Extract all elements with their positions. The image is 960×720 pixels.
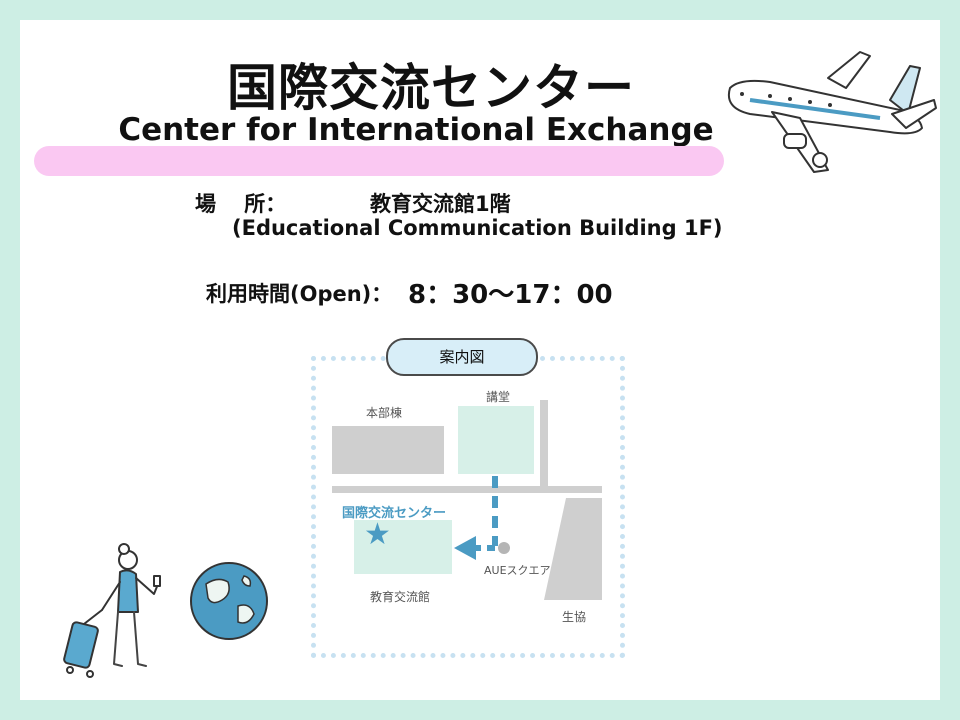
slide: 国際交流センター Center for International Exchan… (20, 20, 940, 700)
map-route-arrow (454, 476, 510, 560)
map-label-center: 国際交流センター (342, 506, 447, 521)
globe-icon (190, 562, 268, 640)
map-title: 案内図 (386, 338, 538, 376)
map-building-kodo (458, 406, 534, 474)
map-label-seikyo: 生協 (562, 610, 587, 624)
location-label: 場 所： (195, 192, 287, 216)
star-icon: ★ (364, 517, 391, 552)
map-building-kyoiku (354, 520, 452, 574)
traveler-icon (63, 543, 161, 678)
map-label-aue: AUEスクエア (484, 564, 551, 577)
map-building-honbu (332, 426, 444, 474)
map-label-honbu: 本部棟 (366, 406, 403, 420)
hours-value: 8：30～17：00 (408, 280, 613, 310)
title-english: Center for International Exchange (118, 112, 714, 148)
map-road-horizontal (332, 486, 602, 493)
location-value-english: (Educational Communication Building 1F) (232, 216, 723, 240)
hours-label: 利用時間(Open)： (206, 282, 393, 306)
map-label-kodo: 講堂 (486, 390, 511, 404)
title-japanese: 国際交流センター (227, 59, 635, 117)
airplane-icon (728, 51, 937, 173)
map-building-seikyo (544, 498, 602, 600)
highlight-bar (34, 146, 724, 176)
map-label-kyoiku: 教育交流館 (370, 590, 431, 604)
location-value: 教育交流館1階 (370, 192, 511, 216)
map-road-vertical (540, 400, 548, 490)
